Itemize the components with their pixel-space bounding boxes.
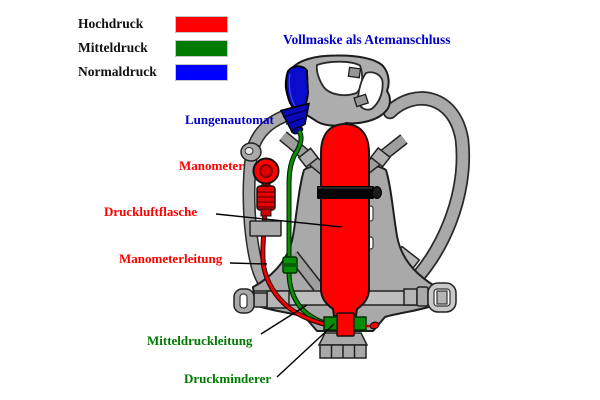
legend-row-normaldruck: Normaldruck — [78, 64, 318, 81]
legend-row-mitteldruck: Mitteldruck — [78, 40, 318, 57]
label-manometerleitung: Manometerleitung — [119, 251, 223, 266]
strap-keeper — [249, 220, 282, 237]
pressure-gauge-illustration — [252, 157, 280, 217]
full-face-mask-illustration — [279, 54, 391, 135]
hose-connector — [282, 256, 298, 274]
pointer-manometerleitung — [229, 262, 268, 265]
label-manometer: Manometer — [179, 158, 244, 173]
label-lungenautomat: Lungenautomat — [185, 112, 274, 127]
legend-label-mitteldruck: Mitteldruck — [78, 40, 148, 55]
label-druckluftflasche: Druckluftflasche — [104, 204, 198, 219]
legend-swatch-mitteldruck — [175, 40, 228, 57]
medium-pressure-line-illustration — [286, 129, 334, 328]
shoulder-strap-left — [240, 105, 305, 299]
reducer-knob — [369, 321, 380, 330]
label-mitteldruckleitung: Mitteldruckleitung — [147, 333, 253, 348]
label-druckminderer: Druckminderer — [184, 371, 272, 386]
demand-valve-illustration — [279, 102, 310, 135]
cylinder-band-knob — [372, 186, 382, 199]
pressure-reducer-illustration — [317, 312, 380, 359]
legend-swatch-hochdruck — [175, 16, 228, 33]
air-cylinder-illustration — [317, 122, 382, 317]
pointer-lines — [215, 213, 343, 378]
legend-label-normaldruck: Normaldruck — [78, 64, 157, 79]
pointer-druckminderer — [276, 323, 335, 378]
waist-belt-buckle-right — [403, 282, 457, 313]
gauge-line-illustration — [260, 211, 332, 329]
cylinder-band — [317, 186, 374, 199]
legend-label-hochdruck: Hochdruck — [78, 16, 144, 31]
pointer-druckluftflasche — [215, 213, 343, 228]
pointer-mitteldruckleitung — [260, 304, 308, 335]
label-vollmaske: Vollmaske als Atemanschluss — [283, 32, 451, 47]
legend-swatch-normaldruck — [175, 64, 228, 81]
legend-row-hochdruck: Hochdruck — [78, 16, 318, 33]
